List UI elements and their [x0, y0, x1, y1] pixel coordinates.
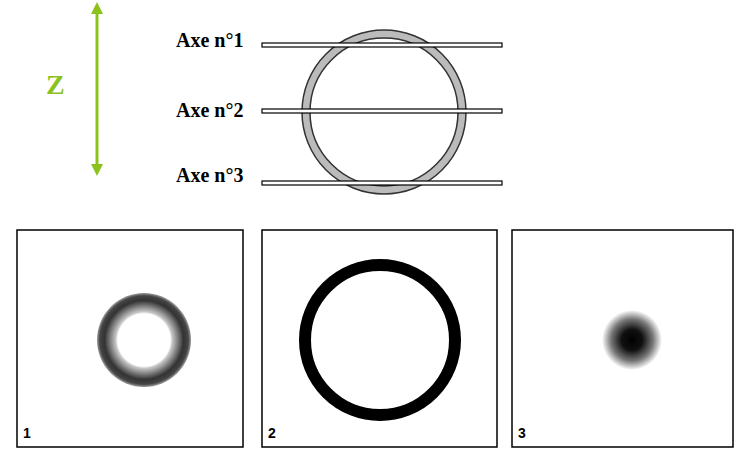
axis-label: Axe n°3: [176, 165, 243, 185]
axis-label-holder: Axe n°3: [176, 165, 243, 186]
axis-label: Axe n°2: [176, 100, 243, 120]
blurred-dot: [602, 310, 662, 370]
panel-number-holder: 3: [518, 424, 526, 442]
z-axis-arrow: [96, 8, 99, 170]
axis-lines: [262, 43, 502, 185]
image-panel: [512, 230, 733, 447]
panel-number-holder: 2: [268, 424, 276, 442]
image-panel: [262, 230, 497, 447]
axis-label-holder: Axe n°2: [176, 100, 243, 121]
panel-number: 3: [518, 426, 526, 440]
axis-name-holder: Z: [46, 71, 65, 99]
panel-number-holder: 1: [23, 424, 31, 442]
blurred-ring: [97, 293, 191, 387]
axis-label-holder: Axe n°1: [176, 30, 243, 51]
axis-name: Z: [46, 71, 65, 99]
panel-number: 1: [23, 426, 31, 440]
axis-label: Axe n°1: [176, 30, 243, 50]
sharp-ring: [305, 265, 455, 415]
image-panel: [17, 230, 243, 447]
panel-number: 2: [268, 426, 276, 440]
